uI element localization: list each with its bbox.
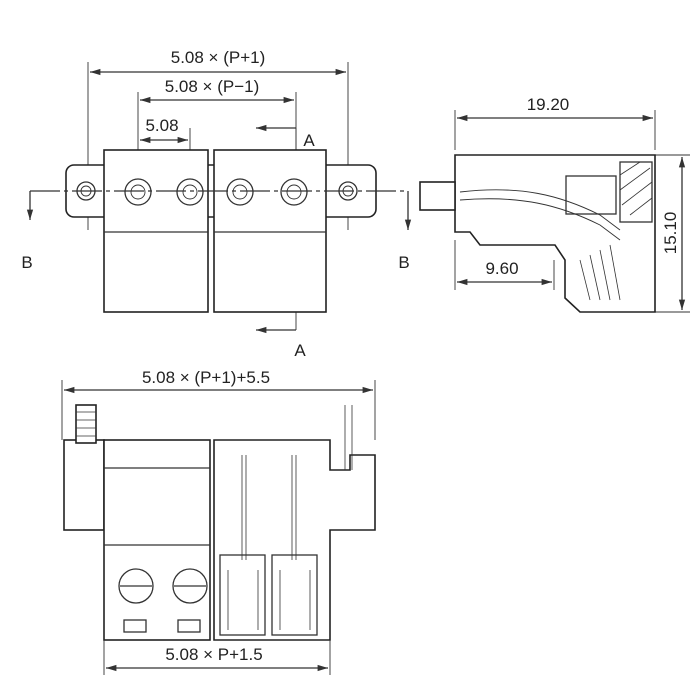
section-a-top: A: [303, 131, 315, 150]
dim-pitch-plus-one: 5.08 × (P+1): [171, 48, 266, 67]
dim-pitch: 5.08: [145, 116, 178, 135]
side-view: 19.20 15.10 9.60: [419, 95, 690, 313]
dim-body: 5.08 × P+1.5: [165, 645, 262, 664]
section-b-left: B: [21, 253, 32, 272]
section-a-bottom: A: [294, 341, 306, 360]
section-view: 5.08 × (P+1)+5.5 5.08 × P+1.5: [61, 368, 376, 675]
dim-overall: 5.08 × (P+1)+5.5: [142, 368, 270, 387]
dim-pitch-minus-one: 5.08 × (P−1): [165, 77, 260, 96]
dim-depth: 9.60: [485, 259, 518, 278]
section-b-right: B: [398, 253, 409, 272]
dim-length: 19.20: [527, 95, 570, 114]
front-view: 5.08 × (P+1) 5.08 × (P−1) 5.08 A A: [21, 48, 412, 360]
dim-height: 15.10: [661, 212, 680, 255]
screw-terminals: [124, 178, 308, 206]
